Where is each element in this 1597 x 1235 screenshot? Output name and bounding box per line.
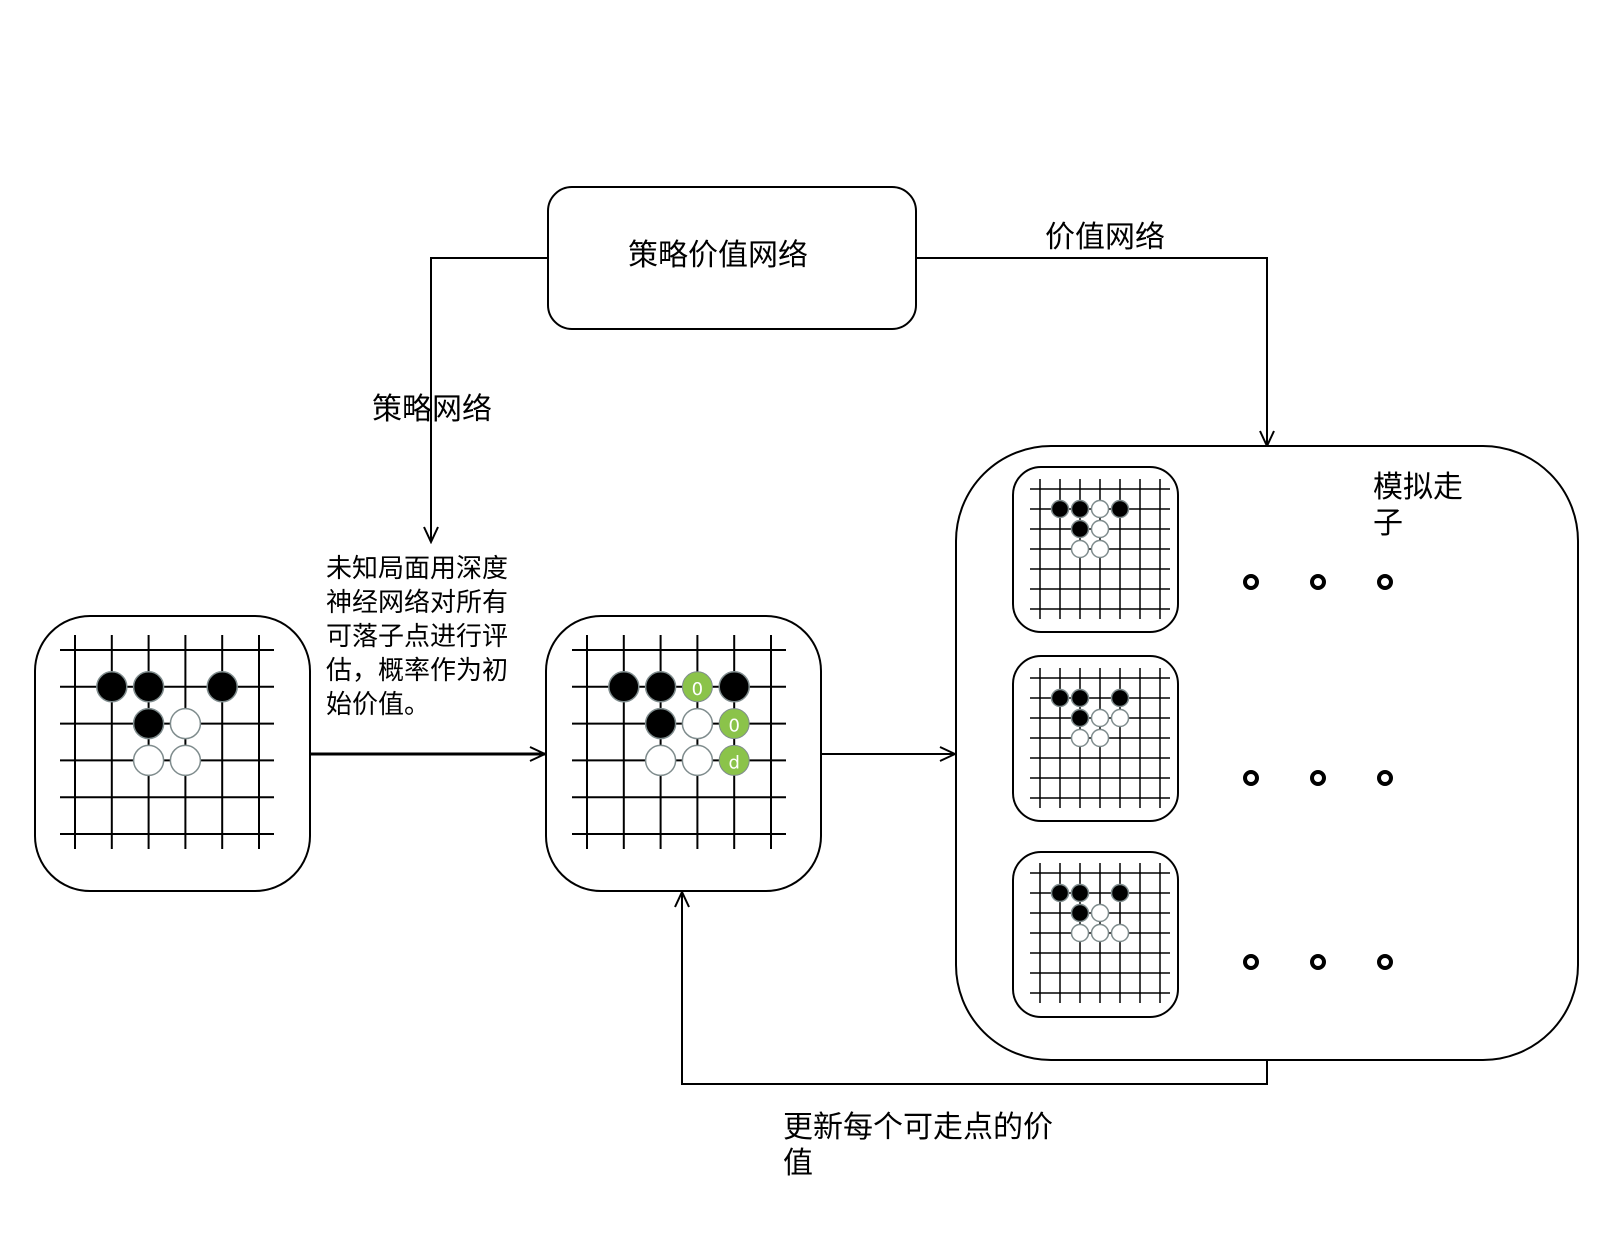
white-stone — [169, 707, 202, 740]
black-stone — [1070, 499, 1090, 519]
ellipsis-row-1 — [1243, 574, 1393, 590]
white-stone — [1090, 903, 1110, 923]
ellipsis-dot — [1377, 574, 1393, 590]
white-stone — [1090, 708, 1110, 728]
candidate-point — [718, 708, 750, 740]
white-stone — [1090, 923, 1110, 943]
white-stone — [681, 707, 714, 740]
candidate-value-label: d — [728, 752, 739, 773]
white-stone — [644, 744, 677, 777]
black-stone — [1070, 708, 1090, 728]
white-stone — [1090, 519, 1110, 539]
black-stone — [96, 671, 128, 703]
white-stone — [1070, 923, 1090, 943]
update-feedback-connector — [682, 892, 1268, 1085]
black-stone — [718, 671, 750, 703]
black-stone — [1070, 903, 1090, 923]
black-stone — [1110, 499, 1130, 519]
evaluated-board: 0 0 d — [572, 635, 786, 849]
initial-board — [60, 635, 274, 849]
black-stone — [1110, 883, 1130, 903]
black-stone — [644, 707, 677, 740]
candidate-point — [681, 671, 713, 703]
ellipsis-dot — [1243, 954, 1259, 970]
evaluation-note: 未知局面用深度 神经网络对所有 可落子点进行评 估，概率作为初 始价值。 — [326, 554, 509, 720]
ellipsis-row-2 — [1243, 770, 1393, 786]
ellipsis-dot — [1377, 770, 1393, 786]
candidate-value-label: 0 — [728, 716, 739, 737]
value-network-connector — [916, 257, 1267, 446]
sim-board-2 — [1030, 668, 1170, 808]
value-network-label: 价值网络 — [1045, 220, 1165, 255]
update-values-label: 更新每个可走点的价 值 — [783, 1110, 1053, 1181]
policy-network-label: 策略网络 — [372, 392, 492, 427]
black-stone — [1070, 519, 1090, 539]
white-stone — [1090, 539, 1110, 559]
white-stone — [1110, 708, 1130, 728]
ellipsis-dot — [1377, 954, 1393, 970]
candidate-value-label: 0 — [692, 679, 703, 700]
black-stone — [1050, 883, 1070, 903]
white-stone — [1110, 923, 1130, 943]
black-stone — [132, 707, 165, 740]
black-stone — [206, 671, 238, 703]
ellipsis-dot — [1310, 954, 1326, 970]
sim-board-1 — [1030, 479, 1170, 619]
policy-network-connector — [431, 257, 548, 542]
ellipsis-dot — [1243, 574, 1259, 590]
white-stone — [132, 744, 165, 777]
black-stone — [1110, 688, 1130, 708]
white-stone — [169, 744, 202, 777]
ellipsis-dot — [1310, 770, 1326, 786]
black-stone — [1070, 688, 1090, 708]
candidate-point — [718, 744, 750, 776]
core-network-label: 策略价值网络 — [628, 238, 808, 273]
ellipsis-row-3 — [1243, 954, 1393, 970]
black-stone — [644, 671, 677, 703]
black-stone — [132, 671, 165, 703]
white-stone — [1090, 728, 1110, 748]
simulate-moves-label: 模拟走 子 — [1373, 470, 1463, 541]
black-stone — [1050, 688, 1070, 708]
black-stone — [1050, 499, 1070, 519]
sim-board-3 — [1030, 863, 1170, 1003]
white-stone — [1070, 539, 1090, 559]
black-stone — [608, 671, 640, 703]
white-stone — [681, 744, 714, 777]
ellipsis-dot — [1310, 574, 1326, 590]
black-stone — [1070, 883, 1090, 903]
white-stone — [1090, 499, 1110, 519]
ellipsis-dot — [1243, 770, 1259, 786]
white-stone — [1070, 728, 1090, 748]
